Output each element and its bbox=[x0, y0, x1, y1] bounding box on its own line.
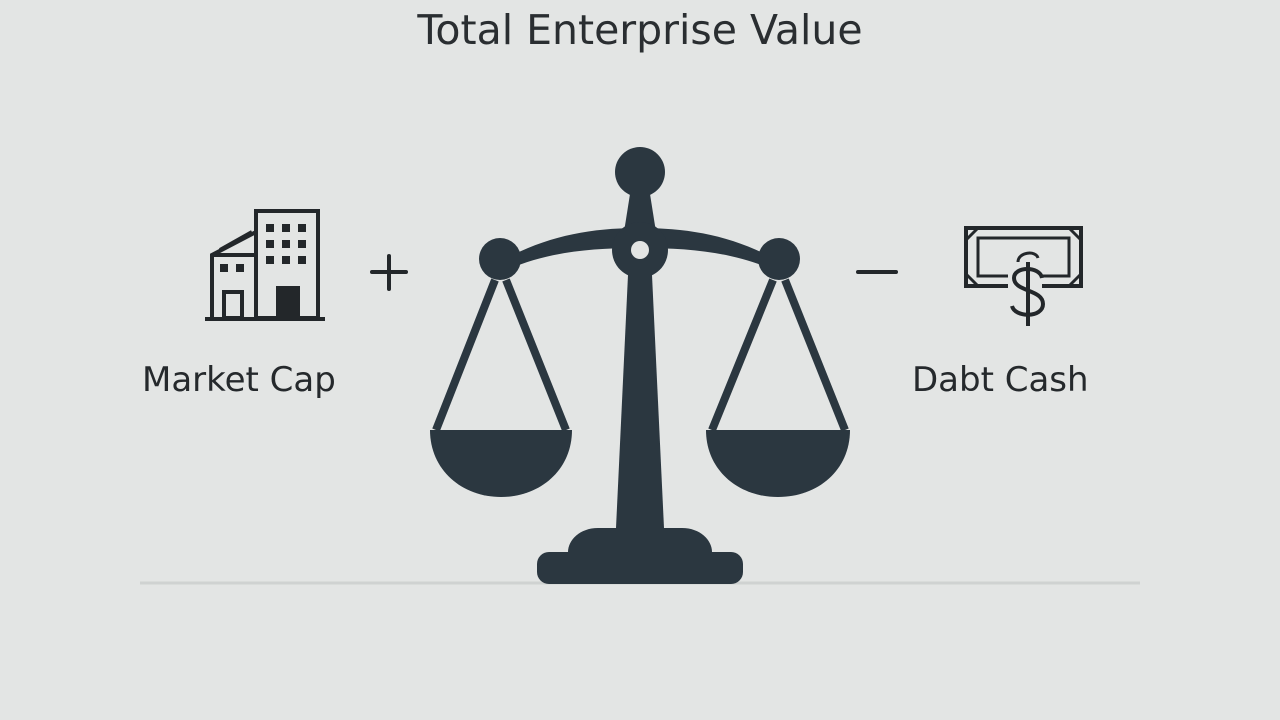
balance-scale-icon bbox=[430, 147, 850, 584]
diagram-title: Total Enterprise Value bbox=[417, 6, 863, 54]
banknote-dollar-icon bbox=[964, 226, 1083, 326]
office-building-icon bbox=[205, 209, 325, 321]
plus-operator-icon bbox=[370, 254, 408, 291]
market-cap-label: Market Cap bbox=[142, 360, 336, 400]
debt-cash-label: Dabt Cash bbox=[912, 360, 1089, 400]
